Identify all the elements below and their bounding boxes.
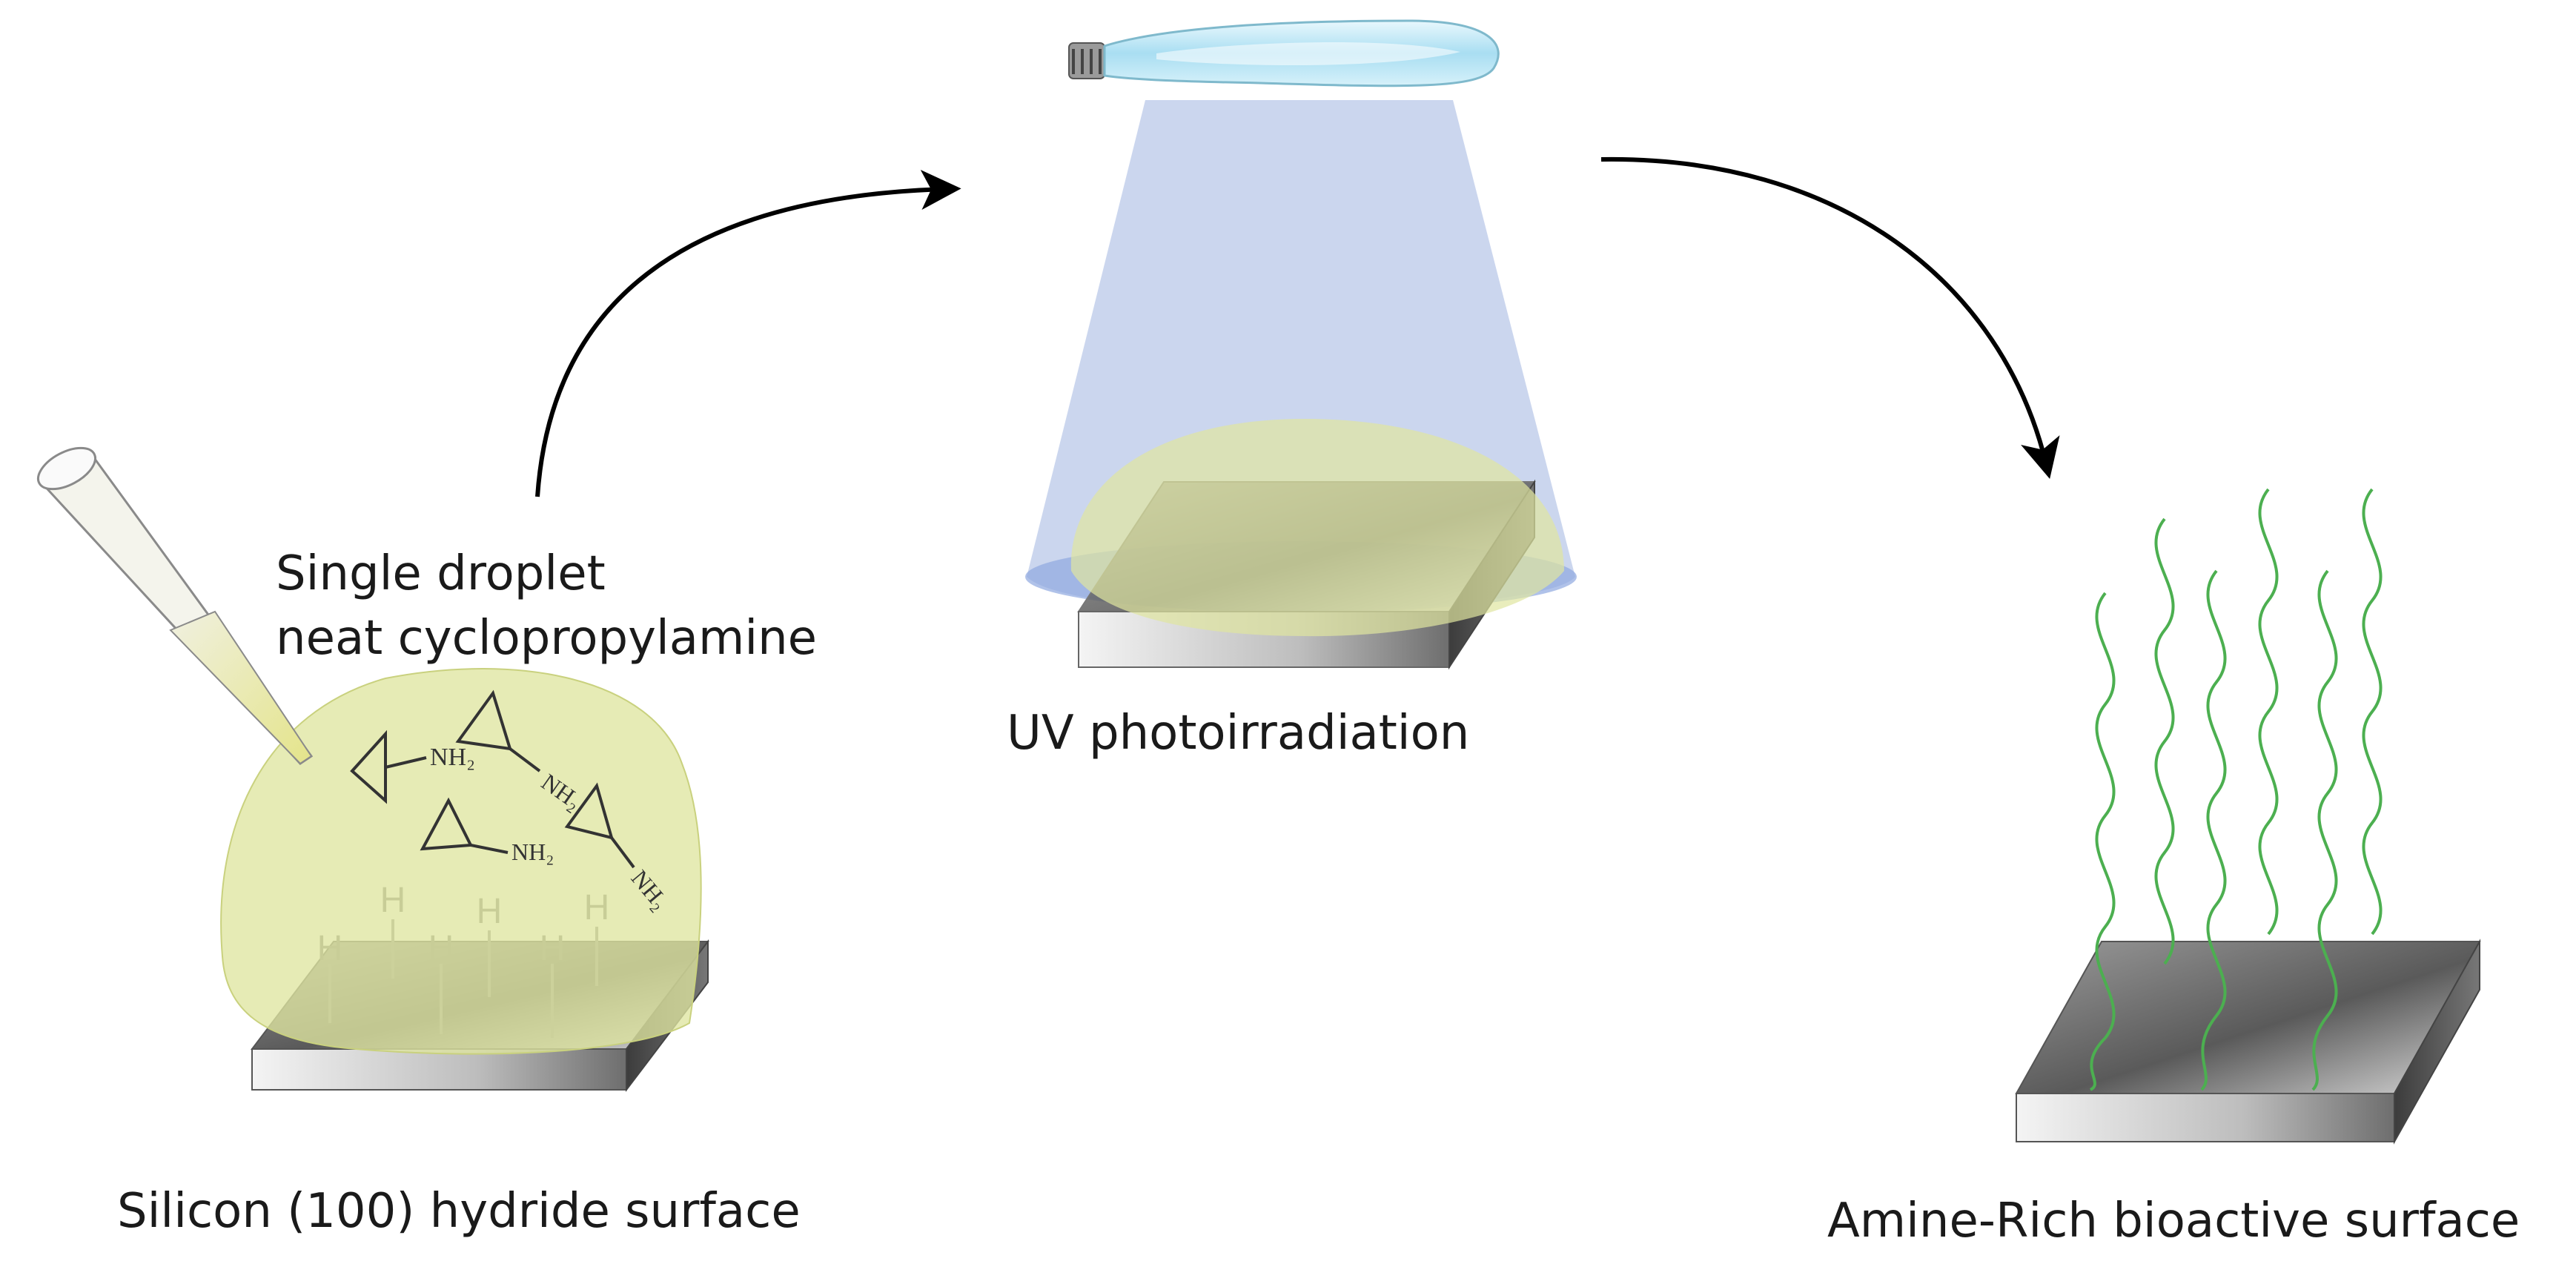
arrow-step-2 — [1600, 156, 2060, 479]
amine-chain — [2362, 488, 2383, 936]
amine-chain — [2154, 517, 2175, 965]
silicon-wafer-right — [2015, 939, 2481, 1145]
svg-text:NH₂: NH₂ — [430, 744, 475, 771]
amine-chain — [2200, 569, 2227, 1091]
bioactive-chains — [2089, 488, 2383, 1091]
pipette-icon — [37, 446, 314, 765]
amine-surface-label: Amine-Rich bioactive surface — [1827, 1194, 2520, 1248]
amine-chain — [2311, 569, 2338, 1091]
cyclopropylamine-molecule: NH₂ — [420, 797, 554, 865]
cyclopropylamine-droplet — [220, 668, 702, 1055]
arrow-step-1 — [535, 170, 961, 497]
droplet-label-line1: Single droplet — [276, 546, 606, 601]
silicon-surface-label: Silicon (100) hydride surface — [117, 1184, 801, 1239]
amine-chain — [2258, 488, 2279, 936]
droplet-label-line2: neat cyclopropylamine — [276, 611, 817, 666]
droplet-center — [1070, 419, 1564, 637]
cyclopropylamine-molecule: NH₂ — [350, 729, 475, 804]
uv-label: UV photoirradiation — [1007, 706, 1469, 761]
uv-bulb-icon — [1068, 19, 1500, 87]
amine-chain — [2089, 592, 2116, 1091]
svg-text:NH₂: NH₂ — [511, 838, 554, 865]
